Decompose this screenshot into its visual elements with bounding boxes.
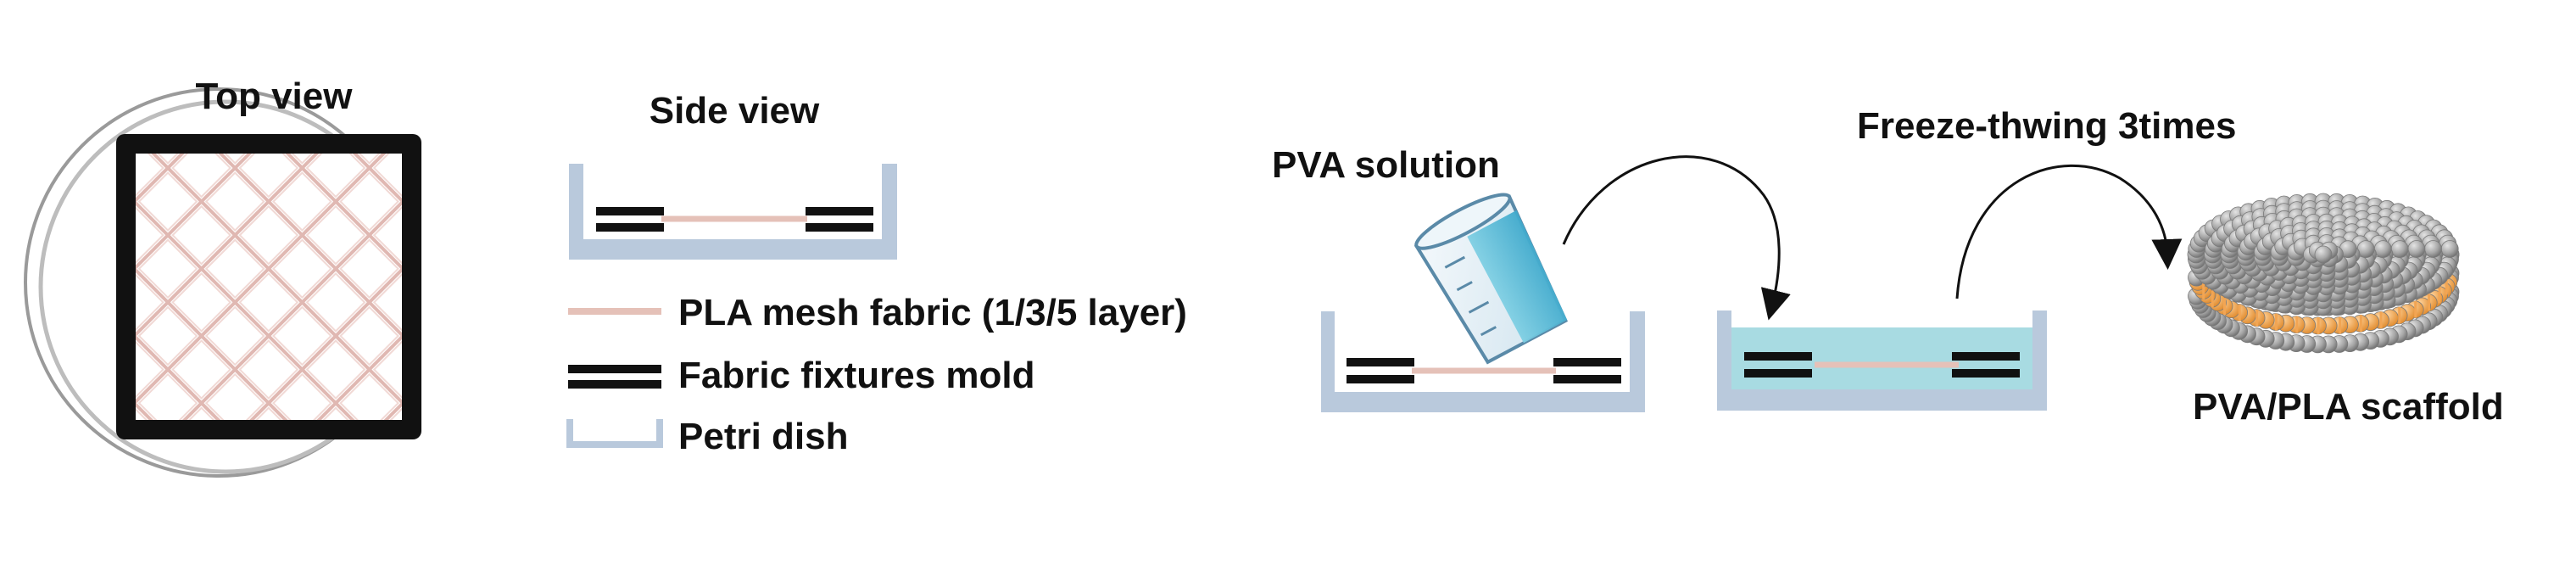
arrow-freeze-to-scaffold xyxy=(1955,164,2183,299)
legend: PLA mesh fabric (1/3/5 layer) Fabric fix… xyxy=(566,292,1187,457)
mold-before-left-bottom xyxy=(1347,375,1414,383)
filled-dish-step: Freeze-thwing 3times xyxy=(1717,105,2236,411)
side-view-mold-left-top xyxy=(596,207,664,215)
side-view-mold-left-bottom xyxy=(596,223,664,232)
scaffold-label: PVA/PLA scaffold xyxy=(2193,386,2504,428)
scaffold-step: PVA/PLA scaffold xyxy=(2187,193,2504,428)
dish-filled xyxy=(1717,310,2047,411)
arrow-pour-to-filled xyxy=(1562,155,1791,321)
beaker-icon xyxy=(1413,193,1569,365)
legend-dish-label: Petri dish xyxy=(678,416,849,457)
freeze-thaw-label: Freeze-thwing 3times xyxy=(1857,105,2236,147)
top-view-panel: Top view xyxy=(24,76,421,478)
legend-mold-swatch-bottom xyxy=(568,380,661,389)
mold-filled-left-bottom xyxy=(1744,369,1812,378)
mold-before-right-bottom xyxy=(1553,375,1621,383)
side-view-panel: Side view xyxy=(569,90,897,260)
scaffold-icon xyxy=(2187,193,2460,354)
legend-mold-swatch-top xyxy=(568,365,661,373)
mold-filled-left-top xyxy=(1744,352,1812,361)
pla-mesh-pattern xyxy=(136,154,402,420)
side-view-label: Side view xyxy=(650,90,820,131)
mold-before-right-top xyxy=(1553,358,1621,366)
pva-pour-step: PVA solution xyxy=(1272,144,1791,412)
mold-filled-right-bottom xyxy=(1952,369,2020,378)
top-view-label: Top view xyxy=(196,76,354,117)
side-view-mold-right-bottom xyxy=(806,223,873,232)
mold-before-left-top xyxy=(1347,358,1414,366)
legend-mesh-label: PLA mesh fabric (1/3/5 layer) xyxy=(678,292,1187,333)
dish-before-pour xyxy=(1321,311,1645,412)
mold-filled-right-top xyxy=(1952,352,2020,361)
legend-dish-swatch xyxy=(566,419,663,448)
pva-solution-label: PVA solution xyxy=(1272,144,1500,186)
legend-mold-label: Fabric fixtures mold xyxy=(678,355,1035,396)
side-view-mold-right-top xyxy=(806,207,873,215)
side-view-petri-dish xyxy=(569,164,897,260)
